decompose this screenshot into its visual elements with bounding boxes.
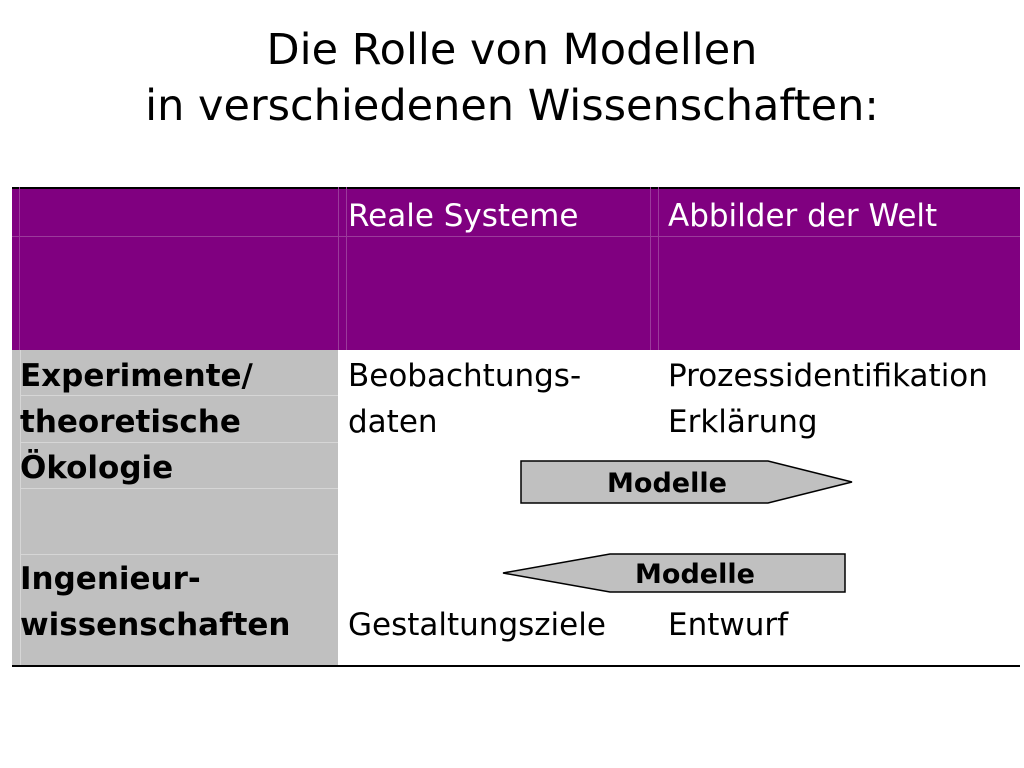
row-label-column: [12, 350, 338, 667]
row-label-experimente: Experimente/ theoretische Ökologie: [20, 358, 253, 486]
arrow-right-modelle: [520, 460, 853, 504]
header-reale-systeme: Reale Systeme: [348, 198, 579, 234]
header-gridline: [12, 236, 1020, 237]
arrow-left-label: Modelle: [635, 559, 755, 590]
cell-beobachtungsdaten: Beobachtungs- daten: [348, 358, 582, 440]
header-gridline: [338, 187, 339, 350]
header-gridline: [346, 187, 347, 350]
arrow-left-modelle: [502, 553, 846, 593]
header-abbilder-der-welt: Abbilder der Welt: [668, 198, 938, 234]
models-table: Reale Systeme Abbilder der Welt Experime…: [12, 187, 1020, 669]
row-label-ingenieurwissenschaften: Ingenieur- wissenschaften: [20, 561, 291, 643]
cell-gestaltungsziele: Gestaltungsziele: [348, 607, 606, 643]
header-gridline: [650, 187, 651, 350]
header-gridline: [658, 187, 659, 350]
title-line-1: Die Rolle von Modellen: [266, 25, 758, 75]
table-bottom-rule: [12, 665, 1020, 667]
page-title: Die Rolle von Modellen in verschiedenen …: [0, 22, 1024, 134]
cell-prozessidentifikation: Prozessidentifikation Erklärung: [668, 358, 988, 440]
table-header: [12, 187, 1020, 350]
header-gridline: [19, 187, 20, 350]
arrow-right-label: Modelle: [607, 468, 727, 499]
title-line-2: in verschiedenen Wissenschaften:: [145, 81, 879, 131]
cell-entwurf: Entwurf: [668, 607, 789, 643]
